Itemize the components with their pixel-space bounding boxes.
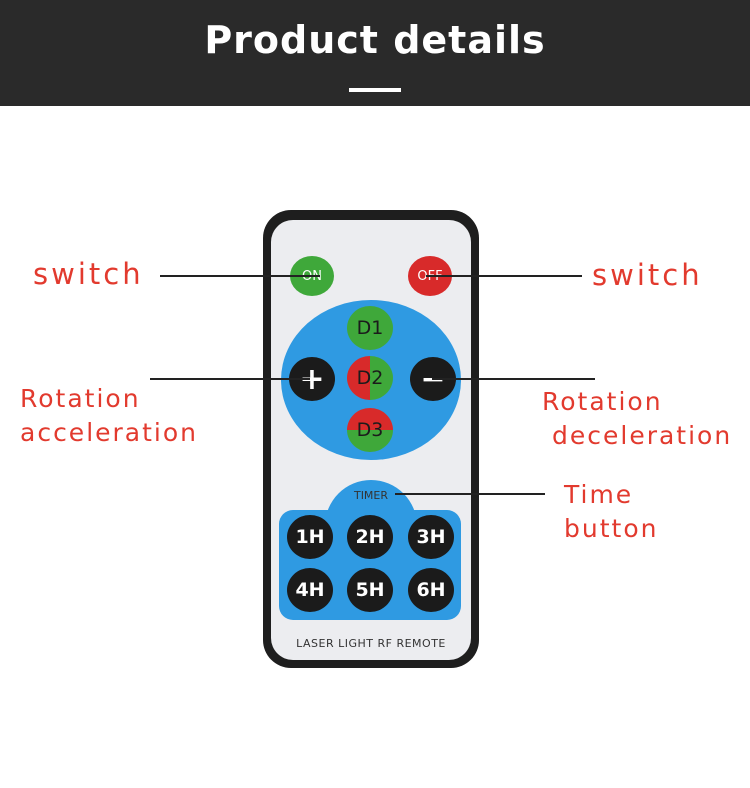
timer-label: TIMER <box>353 489 389 502</box>
leader-line-switch-right <box>426 275 582 277</box>
timer-3h-button[interactable]: 3H <box>408 515 454 559</box>
leader-line-switch-left <box>160 275 320 277</box>
timer-6h-button[interactable]: 6H <box>408 568 454 612</box>
leader-line-acceleration <box>150 378 310 380</box>
rotation-acceleration-label-line1: Rotation <box>20 384 141 413</box>
timer-5h-button[interactable]: 5H <box>347 568 393 612</box>
leader-line-timer <box>395 493 545 495</box>
timer-4h-button[interactable]: 4H <box>287 568 333 612</box>
rotation-deceleration-label-line2: deceleration <box>552 421 733 450</box>
time-button-label-line1: Time <box>564 480 634 509</box>
header-bar: Product details <box>0 0 750 106</box>
switch-right-label: switch <box>592 258 703 292</box>
leader-line-deceleration <box>432 378 595 380</box>
rotation-acceleration-label-line2: acceleration <box>20 418 199 447</box>
timer-1h-button[interactable]: 1H <box>287 515 333 559</box>
timer-2h-button[interactable]: 2H <box>347 515 393 559</box>
switch-left-label: switch <box>33 257 144 291</box>
remote-caption: LASER LIGHT RF REMOTE <box>296 637 446 650</box>
d1-button[interactable]: D1 <box>347 306 393 350</box>
time-button-label-line2: button <box>564 514 659 543</box>
d2-button[interactable]: D2 <box>347 356 393 400</box>
title-underline <box>349 88 401 92</box>
d3-button[interactable]: D3 <box>347 408 393 452</box>
page-title: Product details <box>204 18 546 62</box>
rotation-deceleration-label-line1: Rotation <box>542 387 663 416</box>
